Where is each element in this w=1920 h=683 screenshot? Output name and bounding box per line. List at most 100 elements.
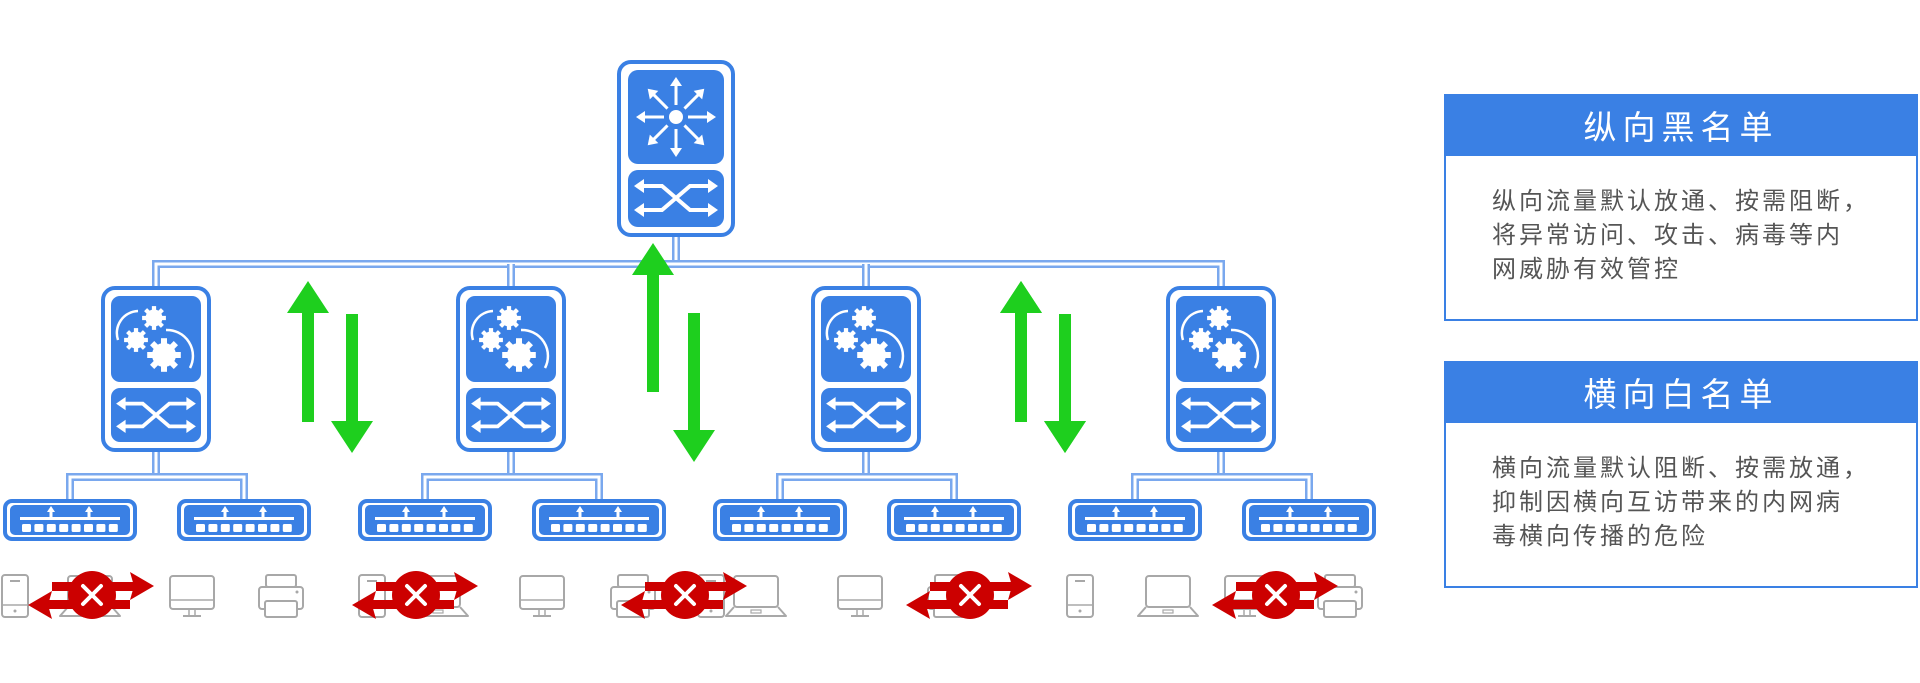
distribution-switch [811,286,921,452]
port-icon [1347,524,1357,532]
port-icon [463,524,473,532]
access-switch [358,499,492,541]
access-bus-line [1259,517,1359,520]
port-icon [426,524,436,532]
access-bus-line [194,517,294,520]
access-bus-line [375,517,475,520]
allow-up-arrow-icon [632,243,674,392]
distribution-top-panel [466,296,556,382]
uplink-arrow-icon [757,506,765,512]
core-switch [617,60,735,237]
gears-icon [115,306,195,372]
allow-down-arrow-icon [673,313,715,462]
distribution-top-panel [111,296,201,382]
blocked-lateral-traffic [28,571,154,619]
allow-up-arrow-icon [1000,281,1042,422]
port-icon [1323,524,1332,532]
broadcast-icon [636,77,716,157]
allow-down-arrow-icon [331,314,373,453]
port-icon [1335,524,1345,532]
printer-icon [1317,574,1363,618]
devices-layer [3,60,1376,541]
distribution-switch [456,286,566,452]
uplink-arrow-icon [440,506,448,512]
port-icon [258,524,267,532]
port-icon [1298,524,1308,532]
traffic-arrows-layer [287,243,1086,462]
port-icon [196,524,205,532]
access-bus-line [1085,517,1185,520]
port-icon [59,524,69,532]
blacklist-line: 纵向流量默认放通、按需阻断， [1492,187,1870,215]
port-icon [1124,524,1134,532]
port-icon [613,524,622,532]
port-icon [637,524,647,532]
port-icon [84,524,93,532]
phone-icon [1,574,29,618]
blocked-traffic-layer [28,571,1338,619]
port-icon [1273,524,1283,532]
uplink-arrow-icon [614,506,622,512]
port-icon [22,524,31,532]
blacklist-title: 纵向黑名单 [1444,94,1918,156]
port-icon [96,524,106,532]
uplink-arrow-icon [1286,506,1294,512]
uplink-arrow-icon [85,506,93,512]
vertical-traffic-pair [632,243,715,462]
port-icon [439,524,448,532]
port-icon [108,524,118,532]
uplink-arrow-icon [1324,506,1332,512]
port-icon [563,524,573,532]
port-icon [1149,524,1158,532]
access-bus [776,473,958,502]
port-icon [794,524,803,532]
close-icon [1265,584,1287,606]
access-switch [887,499,1021,541]
port-icon [806,524,816,532]
uplink-arrow-icon [259,506,267,512]
access-switch [532,499,666,541]
port-icon [1111,524,1121,532]
port-icon [575,524,585,532]
blocked-lateral-traffic [352,571,478,619]
port-icon [918,524,928,532]
access-switch [1068,499,1202,541]
whitelist-line: 毒横向传播的危险 [1492,522,1708,550]
port-icon [1310,524,1320,532]
port-icon [233,524,243,532]
close-icon [405,584,427,606]
port-icon [414,524,424,532]
blacklist-line: 网威胁有效管控 [1492,255,1681,283]
port-icon [208,524,218,532]
distribution-switch [101,286,211,452]
uplink-arrow-icon [47,506,55,512]
access-bus [1131,473,1313,502]
port-icon [1261,524,1270,532]
access-bus [421,473,603,502]
port-icon [955,524,965,532]
port-icon [1285,524,1295,532]
whitelist-line: 横向流量默认阻断、按需放通， [1492,454,1870,482]
allow-up-arrow-icon [287,281,329,422]
port-icon [732,524,741,532]
distribution-bus [152,260,1225,290]
laptop-icon [1137,575,1199,617]
monitor-icon [837,575,883,617]
port-icon [943,524,953,532]
port-icon [377,524,386,532]
blocked-lateral-traffic [906,571,1032,619]
printer-icon [258,574,304,618]
uplink-arrow-icon [969,506,977,512]
blacklist-description: 纵向流量默认放通、按需阻断， 将异常访问、攻击、病毒等内 网威胁有效管控 [1446,156,1916,286]
close-icon [959,584,981,606]
whitelist-line: 抑制因横向互访带来的内网病 [1492,488,1843,516]
port-icon [401,524,411,532]
port-icon [818,524,828,532]
blacklist-line: 将异常访问、攻击、病毒等内 [1492,221,1843,249]
port-icon [625,524,635,532]
port-icon [1161,524,1171,532]
port-icon [1136,524,1146,532]
gears-icon [470,306,550,372]
port-icon [46,524,56,532]
port-icon [781,524,791,532]
